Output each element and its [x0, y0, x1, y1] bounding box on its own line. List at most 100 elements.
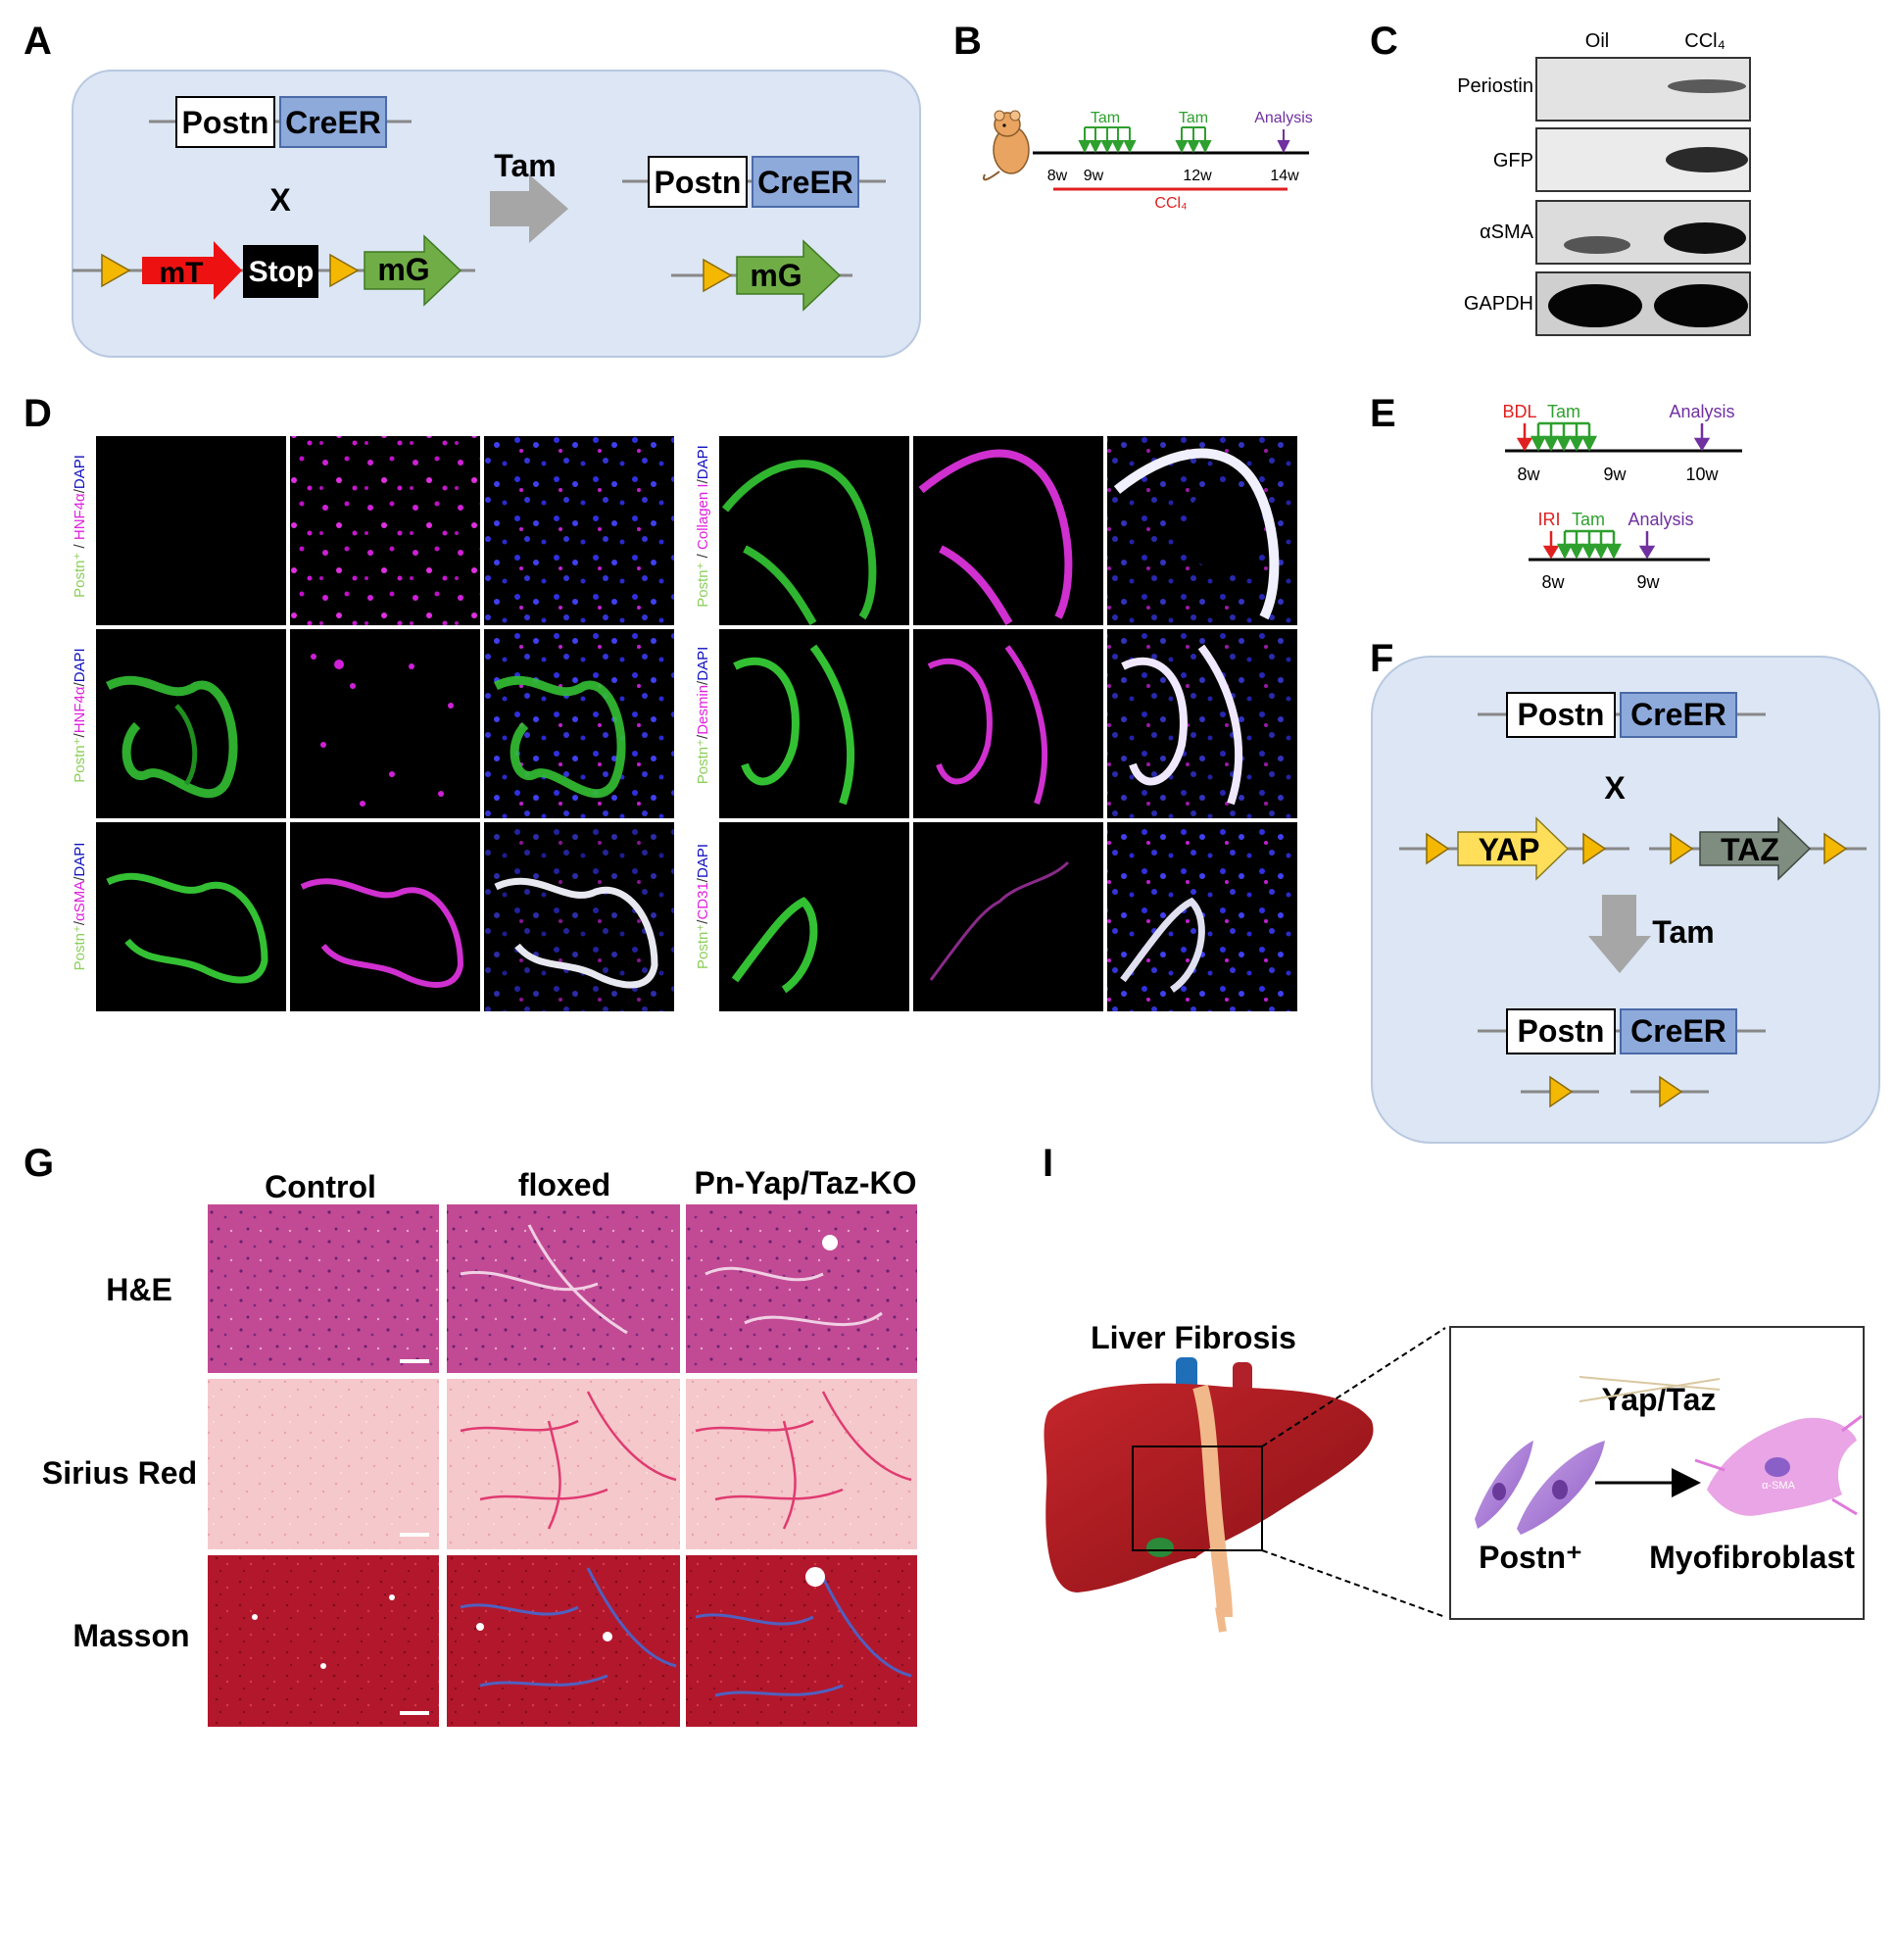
blot-gapdh	[1535, 271, 1751, 336]
postn-label: Postn	[182, 105, 269, 140]
e-top-analysis-label: Analysis	[1669, 402, 1734, 421]
analysis-arrow	[1638, 531, 1656, 560]
stop-label: Stop	[249, 256, 315, 288]
histology-image	[686, 1379, 917, 1549]
panel-e: E BDL Tam Analysis 8w 9w 10w IRI Tam Ana…	[1370, 392, 1742, 592]
bdl-label: BDL	[1502, 402, 1536, 421]
histology-image	[686, 1204, 917, 1373]
loxp-icon	[101, 253, 131, 288]
result-creer-box	[752, 156, 859, 208]
cross-label: X	[1604, 770, 1626, 806]
row-sirius: Sirius Red	[42, 1455, 197, 1491]
asma-label: α-SMA	[1762, 1480, 1796, 1492]
panel-c: C Oil CCl₄ Periostin GFP αSMA GAPDH	[1370, 20, 1751, 336]
myofibroblast-label: Myofibroblast	[1649, 1540, 1855, 1575]
tam-arrow	[490, 174, 568, 243]
row-gfp: GFP	[1493, 150, 1533, 172]
panel-a-letter: A	[24, 20, 52, 63]
if-image	[913, 629, 1103, 818]
creer-box	[279, 96, 387, 148]
panel-e-letter: E	[1370, 392, 1396, 435]
panel-b-letter: B	[953, 20, 982, 63]
tam-label-1: Tam	[1091, 110, 1120, 126]
tam-arrows	[1078, 126, 1212, 154]
ccl4-label: CCl₄	[1154, 195, 1187, 212]
tick-14w: 14w	[1270, 168, 1299, 184]
result-postn-box	[1506, 1008, 1616, 1054]
row-asma: αSMA	[1480, 221, 1534, 243]
postn-cell-label: Postn⁺	[1479, 1540, 1582, 1575]
result-mg-arrow	[736, 239, 842, 312]
loxp-icon	[1823, 832, 1848, 865]
liver-fibrosis-title: Liver Fibrosis	[1091, 1320, 1296, 1355]
loxp-icon	[1549, 1075, 1574, 1108]
e-top-tam-label: Tam	[1547, 402, 1580, 421]
creer-label: CreER	[285, 105, 381, 140]
tick-9w: 9w	[1084, 168, 1104, 184]
tam-label: Tam	[494, 148, 556, 183]
e-bottom-tick-9w: 9w	[1636, 572, 1660, 592]
panel-c-letter: C	[1370, 20, 1398, 63]
postn-box	[1506, 692, 1616, 738]
d-left-label-3: Postn⁺/αSMA/DAPI	[72, 843, 88, 971]
blot-gfp	[1535, 127, 1751, 192]
tick-12w: 12w	[1183, 168, 1212, 184]
panel-i-letter: I	[1043, 1142, 1053, 1185]
stop-box	[243, 245, 318, 298]
result-postn-label: Postn	[655, 165, 742, 200]
e-top-tick-8w: 8w	[1517, 465, 1540, 484]
mt-label: mT	[160, 257, 204, 289]
row-he: H&E	[106, 1272, 172, 1307]
panel-b: B Tam Tam Analysis 8w 9w	[953, 20, 1313, 212]
postn-label: Postn	[1518, 697, 1605, 732]
e-bottom-tam-label: Tam	[1572, 510, 1605, 529]
loxp-icon	[1426, 832, 1450, 865]
histology-image	[208, 1204, 439, 1373]
iri-label: IRI	[1537, 510, 1560, 529]
yap-label: YAP	[1479, 832, 1540, 867]
e-top-tick-10w: 10w	[1685, 465, 1719, 484]
bdl-arrow	[1516, 423, 1533, 452]
tam-label: Tam	[1652, 914, 1714, 950]
result-postn-label: Postn	[1518, 1013, 1605, 1049]
panel-d-letter: D	[24, 392, 52, 435]
result-postn-box	[648, 156, 748, 208]
mt-arrow	[142, 241, 242, 300]
panel-d: D Postn⁺ / HNF4α/DAPI Postn⁺/HNF4α/DAPI …	[24, 392, 1297, 1011]
loxp-icon	[1582, 832, 1607, 865]
zoom-region-box	[1132, 1446, 1263, 1551]
if-image-grid-right	[719, 436, 1297, 1011]
inhibition-strike	[1579, 1376, 1721, 1391]
taz-label: TAZ	[1721, 832, 1779, 867]
result-mg-label: mG	[750, 258, 802, 293]
zoom-line	[1261, 1327, 1446, 1447]
panel-i: I Liver Fibrosis Yap/Taz α-SMA	[1043, 1142, 1865, 1633]
analysis-arrow	[1693, 423, 1711, 452]
panel-a: A Postn CreER X mT Stop mG Tam Postn Cre…	[24, 20, 921, 358]
d-left-label-2: Postn⁺/HNF4α/DAPI	[72, 648, 88, 782]
inhibition-strike	[1579, 1378, 1721, 1402]
panel-g: G Control floxed Pn-Yap/Taz-KO H&E Siriu…	[24, 1142, 917, 1727]
histology-image	[447, 1379, 680, 1549]
result-creer-label: CreER	[757, 165, 853, 200]
col-ko: Pn-Yap/Taz-KO	[695, 1165, 917, 1200]
iri-arrow	[1542, 531, 1560, 560]
panel-g-letter: G	[24, 1142, 54, 1185]
panel-f: F Postn CreER X YAP TAZ Tam Postn CreER	[1370, 637, 1880, 1144]
histology-image	[208, 1555, 439, 1727]
e-bottom-tick-8w: 8w	[1541, 572, 1565, 592]
d-left-label-1: Postn⁺ / HNF4α/DAPI	[72, 455, 88, 598]
row-masson: Masson	[73, 1618, 189, 1653]
tam-label-2: Tam	[1179, 110, 1208, 126]
e-bottom-analysis-label: Analysis	[1628, 510, 1693, 529]
liver-icon	[1044, 1357, 1374, 1633]
histology-image	[686, 1555, 917, 1727]
yap-arrow	[1457, 816, 1570, 881]
blot-periostin	[1535, 57, 1751, 122]
tam-arrow	[1588, 895, 1651, 973]
analysis-arrow	[1277, 129, 1290, 154]
loxp-icon	[1659, 1075, 1683, 1108]
mg-arrow	[364, 234, 462, 307]
d-right-label-3: Postn⁺/CD31/DAPI	[695, 844, 711, 969]
if-image	[96, 436, 286, 625]
